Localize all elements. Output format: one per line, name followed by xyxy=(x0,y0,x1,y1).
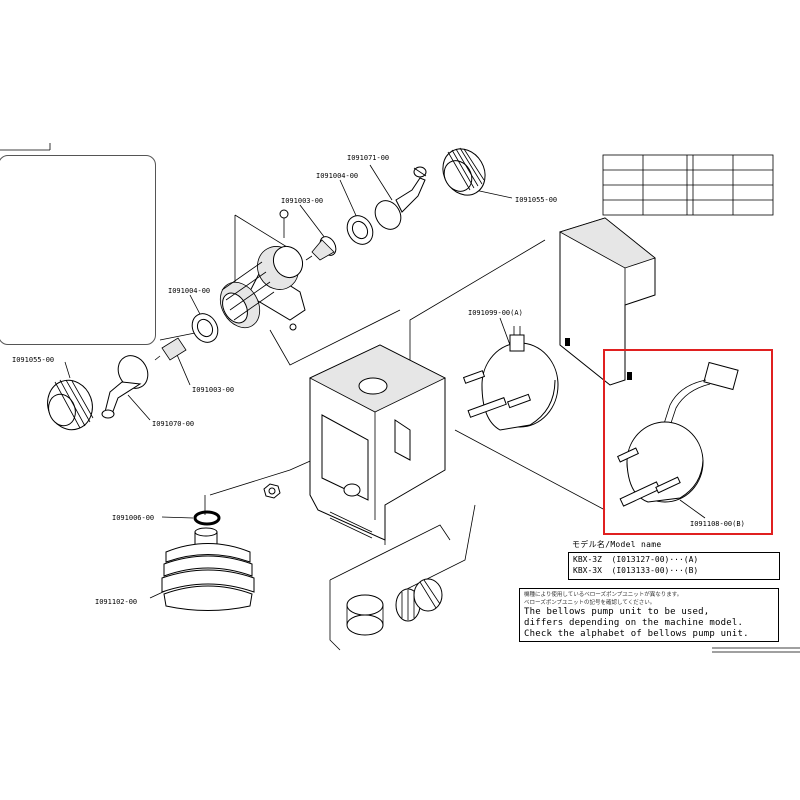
bellows-pump-motor-b xyxy=(617,361,739,507)
note-en-line-3: Check the alphabet of bellows pump unit. xyxy=(524,629,749,639)
cover-panel xyxy=(558,217,656,386)
knurled-nut-upper xyxy=(442,147,486,196)
tube-clamp xyxy=(346,594,384,636)
label-i091108-b: I091108-00(B) xyxy=(690,520,745,528)
label-i091006: I091006-00 xyxy=(112,514,154,522)
bellows xyxy=(161,527,255,611)
bellows-pump-motor-a xyxy=(462,326,559,431)
highlight-box xyxy=(603,349,773,535)
label-i091071: I091071-00 xyxy=(347,154,389,162)
hex-nut xyxy=(263,483,281,499)
check-valve-left xyxy=(154,337,187,361)
note-en-line-1: The bellows pump unit to be used, xyxy=(524,607,710,617)
elbow-fitting-upper xyxy=(374,166,427,230)
label-i091055-left: I091055-00 xyxy=(12,356,54,364)
note-jp-line-2: ベローズポンプユニットの記号を確認してください。 xyxy=(524,600,656,606)
label-i091070: I091070-00 xyxy=(152,420,194,428)
o-ring-left xyxy=(191,313,219,343)
label-i091102: I091102-00 xyxy=(95,598,137,606)
label-i091004-left: I091004-00 xyxy=(168,287,210,295)
label-i091003-left: I091003-00 xyxy=(192,386,234,394)
label-i091004-upper: I091004-00 xyxy=(316,172,358,180)
model-name-table: KBX-3Z (I013127-00)···(A) KBX-3X (I01313… xyxy=(568,552,780,580)
o-ring-upper xyxy=(346,215,374,245)
knurled-nut-left xyxy=(47,379,94,431)
elbow-fitting-left xyxy=(101,355,149,419)
check-valve-upper xyxy=(305,236,337,261)
model-name-heading: モデル名/Model name xyxy=(572,540,662,549)
pump-head-assembly xyxy=(219,209,306,331)
note-box: 機種により使用しているベローズポンプユニットが異なります。 ベローズポンプユニッ… xyxy=(519,588,779,642)
inset-frame xyxy=(0,155,156,345)
label-i091003-upper: I091003-00 xyxy=(281,197,323,205)
connector-coupling xyxy=(395,578,443,622)
model-row-b: KBX-3X (I013133-00)···(B) xyxy=(573,566,699,575)
model-row-a: KBX-3Z (I013127-00)···(A) xyxy=(573,555,699,564)
label-i091099-a: I091099-00(A) xyxy=(468,309,523,317)
empty-reference-table xyxy=(602,154,774,216)
o-ring-small xyxy=(193,510,221,526)
label-i091055-upper: I091055-00 xyxy=(515,196,557,204)
note-jp-line-1: 機種により使用しているベローズポンプユニットが異なります。 xyxy=(524,592,683,598)
main-frame-bracket xyxy=(309,344,446,541)
note-en-line-2: differs depending on the machine model. xyxy=(524,618,744,628)
